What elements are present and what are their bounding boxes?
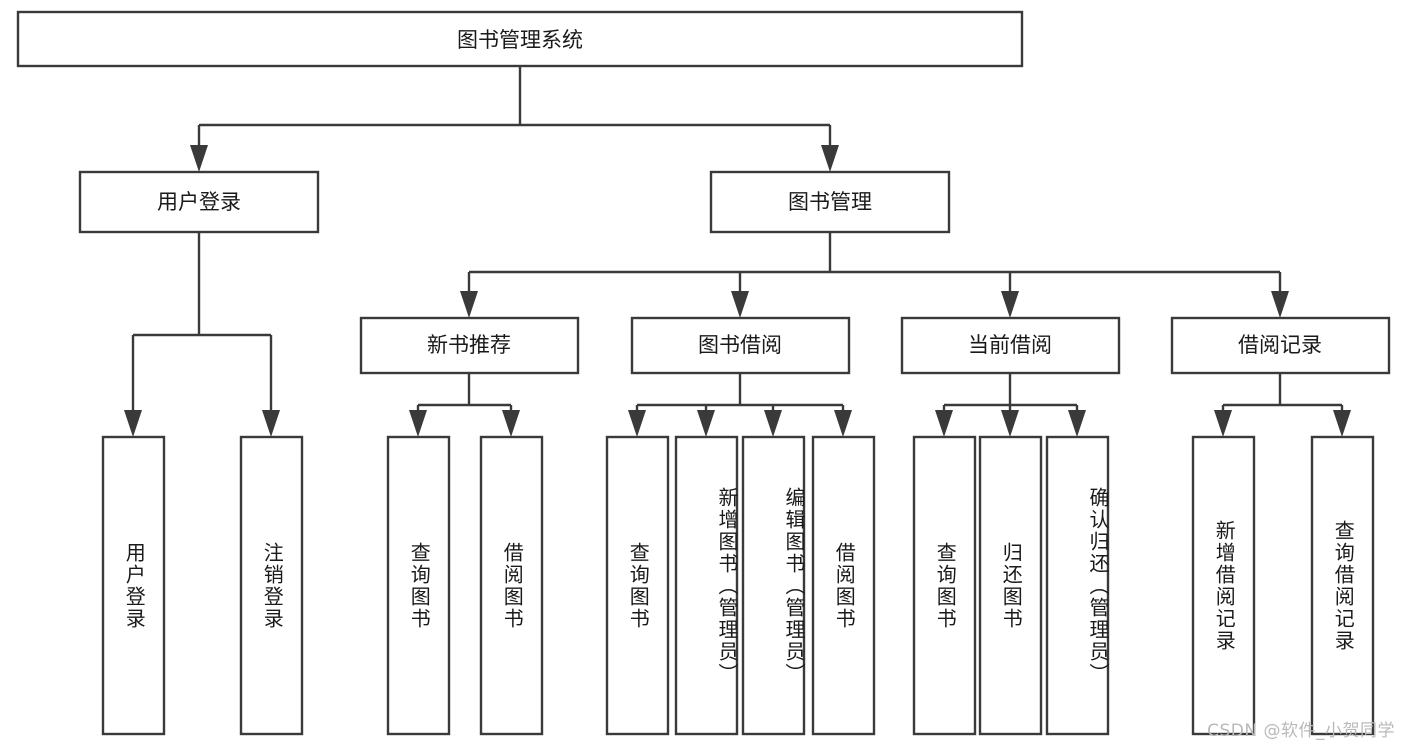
node-leaf-query-book-3-box[interactable] <box>912 435 977 736</box>
node-leaf-confirm-return-box[interactable] <box>1045 435 1110 736</box>
node-book-borrow[interactable]: 图书借阅 <box>630 316 851 375</box>
node-current-borrow-label: 当前借阅 <box>968 333 1052 357</box>
connector-group-book-manage <box>460 232 1289 318</box>
node-leaf-user-login-box[interactable] <box>101 435 166 736</box>
node-book-borrow-label: 图书借阅 <box>698 333 782 357</box>
node-leaf-add-record-box[interactable] <box>1191 435 1256 736</box>
connector-group-borrow-record <box>1214 373 1351 437</box>
node-leaf-query-record-box[interactable] <box>1310 435 1375 736</box>
csdn-watermark: CSDN @软件_小贺同学 <box>1207 721 1395 741</box>
arrow-to-leaf-add-book <box>697 410 715 437</box>
arrow-to-book-borrow <box>731 291 749 318</box>
arrow-to-leaf-user-login <box>124 410 142 437</box>
arrow-to-leaf-query-book-3 <box>935 410 953 437</box>
node-leaf-add-book-box[interactable] <box>674 435 739 736</box>
arrow-to-leaf-query-book-2 <box>628 410 646 437</box>
node-leaf-return-book-box[interactable] <box>978 435 1043 736</box>
connector-group-root <box>190 66 839 172</box>
node-user-login-box[interactable] <box>78 170 320 234</box>
arrow-to-leaf-query-record <box>1333 410 1351 437</box>
arrow-to-leaf-logout <box>262 410 280 437</box>
node-leaf-borrow-book-2-box[interactable] <box>811 435 876 736</box>
node-current-borrow-box[interactable] <box>900 316 1121 375</box>
arrow-to-leaf-borrow-book-2 <box>834 410 852 437</box>
node-leaf-query-book-2-box[interactable] <box>605 435 670 736</box>
node-book-manage-box[interactable] <box>709 170 951 234</box>
node-book-manage[interactable]: 图书管理 <box>709 170 951 234</box>
arrow-to-user-login <box>190 145 208 172</box>
node-new-book-recommend[interactable]: 新书推荐 <box>359 316 580 375</box>
node-borrow-record-box[interactable] <box>1170 316 1391 375</box>
arrow-to-borrow-record <box>1271 291 1289 318</box>
node-user-login-label: 用户登录 <box>157 190 241 214</box>
connector-group-new-book-recommend <box>409 373 520 437</box>
node-new-book-recommend-label: 新书推荐 <box>427 333 511 357</box>
node-book-manage-label: 图书管理 <box>788 190 872 214</box>
node-borrow-record-label: 借阅记录 <box>1238 333 1322 357</box>
node-book-borrow-box[interactable] <box>630 316 851 375</box>
arrow-to-leaf-confirm-return <box>1068 410 1086 437</box>
node-borrow-record[interactable]: 借阅记录 <box>1170 316 1391 375</box>
connector-group-current-borrow <box>935 373 1086 437</box>
arrow-to-new-book-recommend <box>460 291 478 318</box>
node-leaf-query-book-1-box[interactable] <box>386 435 451 736</box>
node-root-box[interactable] <box>16 10 1024 68</box>
connector-group-book-borrow <box>628 373 852 437</box>
arrow-to-current-borrow <box>1001 291 1019 318</box>
arrow-to-leaf-borrow-book-1 <box>502 410 520 437</box>
node-leaf-logout-box[interactable] <box>239 435 304 736</box>
arrow-to-leaf-return-book <box>1001 410 1019 437</box>
connector-group-user-login <box>124 232 280 437</box>
arrow-to-book-manage <box>821 145 839 172</box>
node-root[interactable]: 图书管理系统 <box>16 10 1024 68</box>
node-root-label: 图书管理系统 <box>457 28 583 52</box>
node-leaf-edit-book-box[interactable] <box>741 435 806 736</box>
arrow-to-leaf-query-book-1 <box>409 410 427 437</box>
arrow-to-leaf-add-record <box>1214 410 1232 437</box>
node-user-login[interactable]: 用户登录 <box>78 170 320 234</box>
node-leaf-borrow-book-1-box[interactable] <box>479 435 544 736</box>
node-new-book-recommend-box[interactable] <box>359 316 580 375</box>
node-current-borrow[interactable]: 当前借阅 <box>900 316 1121 375</box>
arrow-to-leaf-edit-book <box>764 410 782 437</box>
